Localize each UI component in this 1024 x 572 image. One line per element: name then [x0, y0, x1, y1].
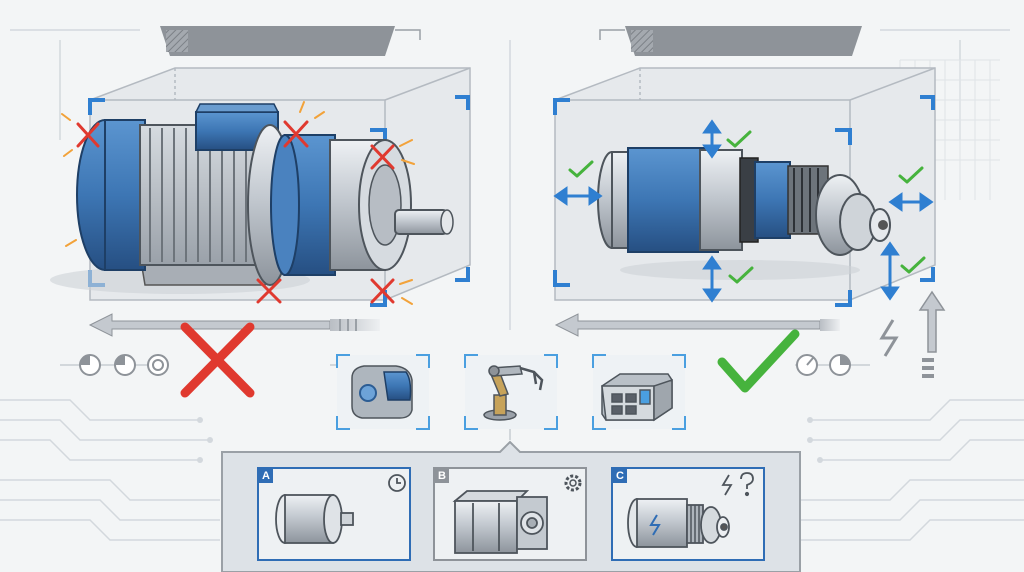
option-a-label: A	[259, 469, 273, 483]
compact-inline-servo-icon	[597, 147, 891, 256]
right-header-bar	[599, 26, 862, 56]
option-b-label: B	[435, 469, 449, 483]
background-circuit-traces	[0, 29, 1024, 541]
pie-icon	[829, 354, 851, 376]
application-card-3	[592, 354, 686, 430]
clearance-arrows	[553, 119, 934, 303]
partial-pie-icon	[60, 354, 169, 376]
clearance-check-marks	[568, 130, 926, 284]
clock-icon	[388, 474, 406, 492]
lightning-question-icon	[721, 472, 754, 497]
left-header-bar	[160, 26, 421, 56]
right-panel	[553, 67, 946, 393]
application-card-1	[336, 354, 430, 430]
integrated-servo-icon	[627, 498, 730, 548]
option-card-b[interactable]: B	[433, 467, 587, 561]
option-card-c[interactable]: C	[611, 467, 765, 561]
motor-housing-icon	[351, 365, 413, 419]
left-size-slider	[88, 313, 380, 337]
option-c-label: C	[613, 469, 627, 483]
red-x-icon	[180, 322, 255, 398]
control-module-icon	[601, 373, 673, 422]
up-arrow-icon	[918, 290, 946, 378]
application-row	[330, 354, 686, 440]
option-card-a[interactable]: A	[257, 467, 411, 561]
small-cylinder-motor-icon	[275, 494, 354, 544]
bulky-motor-gearbox-icon	[50, 103, 454, 294]
gear-icon	[564, 474, 582, 492]
right-shadow	[620, 260, 860, 280]
green-check-icon	[717, 329, 800, 393]
right-size-slider	[554, 313, 840, 337]
collision-spark-marks	[61, 101, 415, 305]
lightning-icon	[879, 319, 899, 357]
stepper-motor-icon	[452, 490, 548, 554]
gauge-icon	[795, 354, 870, 376]
right-frame-corners	[553, 95, 935, 307]
robot-arm-icon	[483, 365, 544, 421]
application-card-2	[464, 354, 558, 430]
left-panel	[50, 67, 471, 398]
collision-x-marks	[76, 120, 395, 304]
circuit-node-dots	[197, 417, 823, 463]
